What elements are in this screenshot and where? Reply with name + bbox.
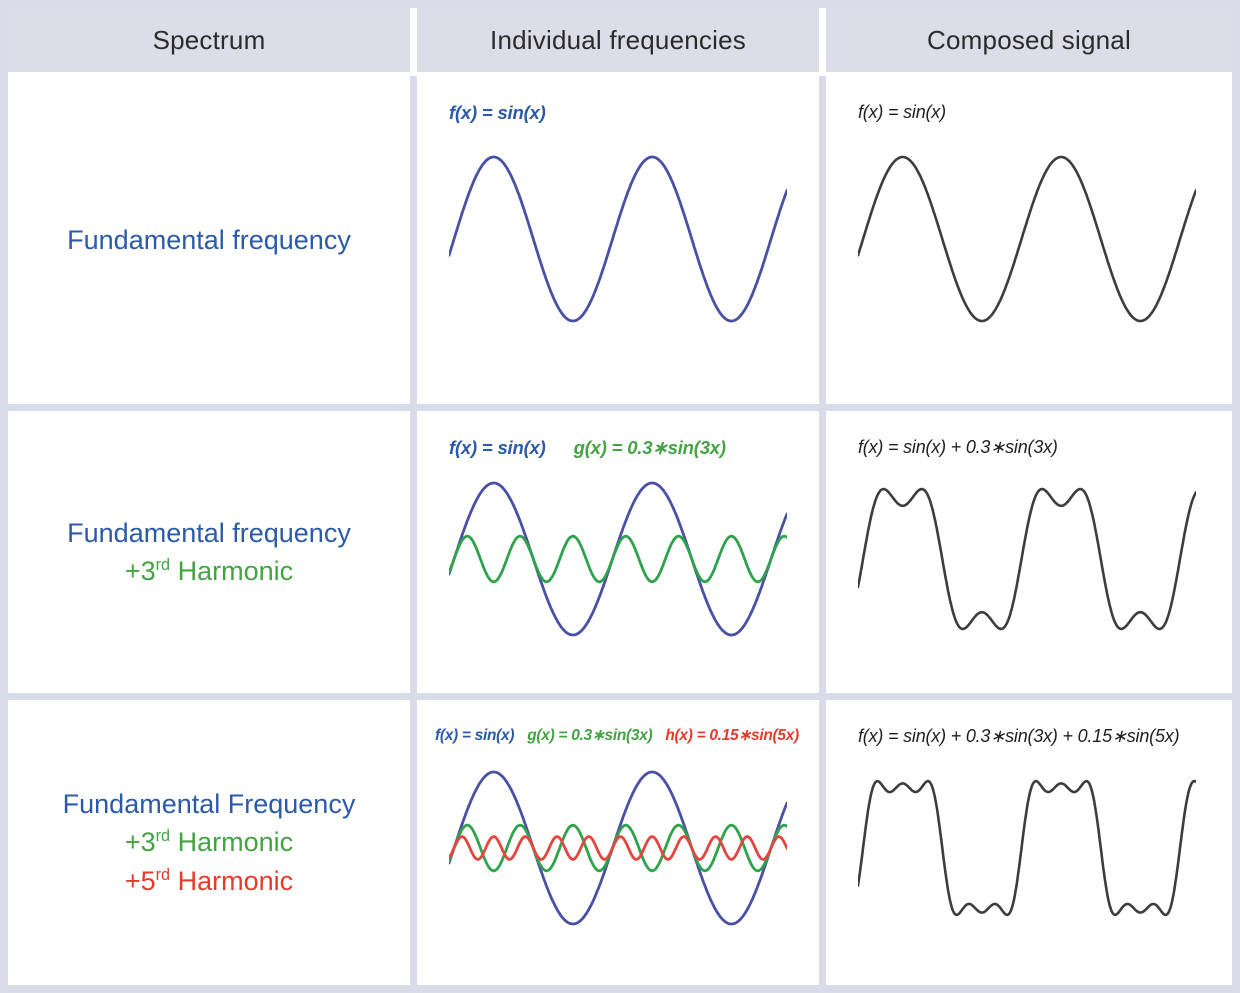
- label-text: +3: [124, 827, 156, 858]
- label-text: Fundamental frequency: [67, 517, 351, 548]
- formula-row: f(x) = sin(x) g(x) = 0.3∗sin(3x): [449, 437, 726, 459]
- formula-g-3rd-harmonic: g(x) = 0.3∗sin(3x): [527, 727, 653, 744]
- composed-cell-row2: f(x) = sin(x) + 0.3∗sin(3x): [826, 411, 1232, 693]
- individual-waves-plot-row1: [449, 155, 787, 323]
- label-text: Fundamental frequency: [67, 224, 351, 255]
- header-label-individual-frequencies: Individual frequencies: [490, 24, 746, 55]
- label-text: Harmonic: [170, 556, 294, 586]
- table-header-row: Spectrum Individual frequencies Composed…: [8, 8, 1232, 76]
- individual-waves-plot-row3: [449, 770, 787, 926]
- composed-wave-plot-row3: [858, 779, 1196, 917]
- label-text: +5: [124, 865, 156, 896]
- spectrum-cell-row2: Fundamental frequency +3rd Harmonic: [8, 411, 410, 693]
- formula-row: f(x) = sin(x) + 0.3∗sin(3x): [858, 437, 1058, 459]
- spectrum-label-fundamental: Fundamental Frequency: [63, 785, 356, 823]
- formula-row: f(x) = sin(x): [449, 102, 546, 124]
- header-cell-composed-signal: Composed signal: [826, 8, 1232, 72]
- formula-f-sin-x: f(x) = sin(x): [449, 437, 546, 458]
- spectrum-label-3rd-harmonic: +3rd Harmonic: [125, 823, 293, 861]
- composed-cell-row1: f(x) = sin(x): [826, 76, 1232, 404]
- label-sup: rd: [155, 865, 171, 884]
- spectrum-cell-row1: Fundamental frequency: [8, 76, 410, 404]
- label-text: Harmonic: [170, 827, 294, 858]
- formula-f-sin-x: f(x) = sin(x): [449, 102, 546, 123]
- spectrum-cell-row3: Fundamental Frequency +3rd Harmonic +5rd…: [8, 700, 410, 985]
- header-cell-spectrum: Spectrum: [8, 8, 410, 72]
- individual-waves-plot-row2: [449, 481, 787, 637]
- spectrum-label-3rd-harmonic: +3rd Harmonic: [125, 552, 293, 590]
- label-sup: rd: [155, 556, 171, 574]
- formula-row: f(x) = sin(x) + 0.3∗sin(3x) + 0.15∗sin(5…: [858, 726, 1180, 748]
- formula-row: f(x) = sin(x) g(x) = 0.3∗sin(3x) h(x) = …: [435, 726, 799, 748]
- label-sup: rd: [155, 827, 171, 846]
- spectrum-label-5th-harmonic: +5rd Harmonic: [125, 862, 293, 900]
- label-text: Fundamental Frequency: [62, 789, 356, 819]
- composed-formula-row3: f(x) = sin(x) + 0.3∗sin(3x) + 0.15∗sin(5…: [858, 726, 1180, 746]
- composed-formula-row2: f(x) = sin(x) + 0.3∗sin(3x): [858, 437, 1058, 457]
- header-label-spectrum: Spectrum: [152, 24, 266, 55]
- formula-g-3rd-harmonic: g(x) = 0.3∗sin(3x): [573, 437, 726, 458]
- composed-formula-row1: f(x) = sin(x): [858, 102, 946, 122]
- composed-wave-plot-row1: [858, 155, 1196, 323]
- header-cell-individual-frequencies: Individual frequencies: [417, 8, 819, 72]
- formula-row: f(x) = sin(x): [858, 102, 946, 124]
- formula-h-5th-harmonic: h(x) = 0.15∗sin(5x): [665, 727, 799, 744]
- label-text: +3: [124, 556, 156, 586]
- individual-cell-row3: f(x) = sin(x) g(x) = 0.3∗sin(3x) h(x) = …: [417, 700, 819, 985]
- individual-cell-row2: f(x) = sin(x) g(x) = 0.3∗sin(3x): [417, 411, 819, 693]
- spectrum-label-fundamental: Fundamental frequency: [67, 221, 351, 259]
- header-label-composed-signal: Composed signal: [927, 24, 1131, 55]
- label-text: Harmonic: [170, 865, 294, 896]
- composed-cell-row3: f(x) = sin(x) + 0.3∗sin(3x) + 0.15∗sin(5…: [826, 700, 1232, 985]
- table-body: Fundamental frequency f(x) = sin(x) f(x)…: [8, 76, 1232, 985]
- individual-cell-row1: f(x) = sin(x): [417, 76, 819, 404]
- spectrum-label-fundamental: Fundamental frequency: [67, 514, 351, 552]
- composed-wave-plot-row2: [858, 487, 1196, 631]
- formula-f-sin-x: f(x) = sin(x): [435, 727, 515, 744]
